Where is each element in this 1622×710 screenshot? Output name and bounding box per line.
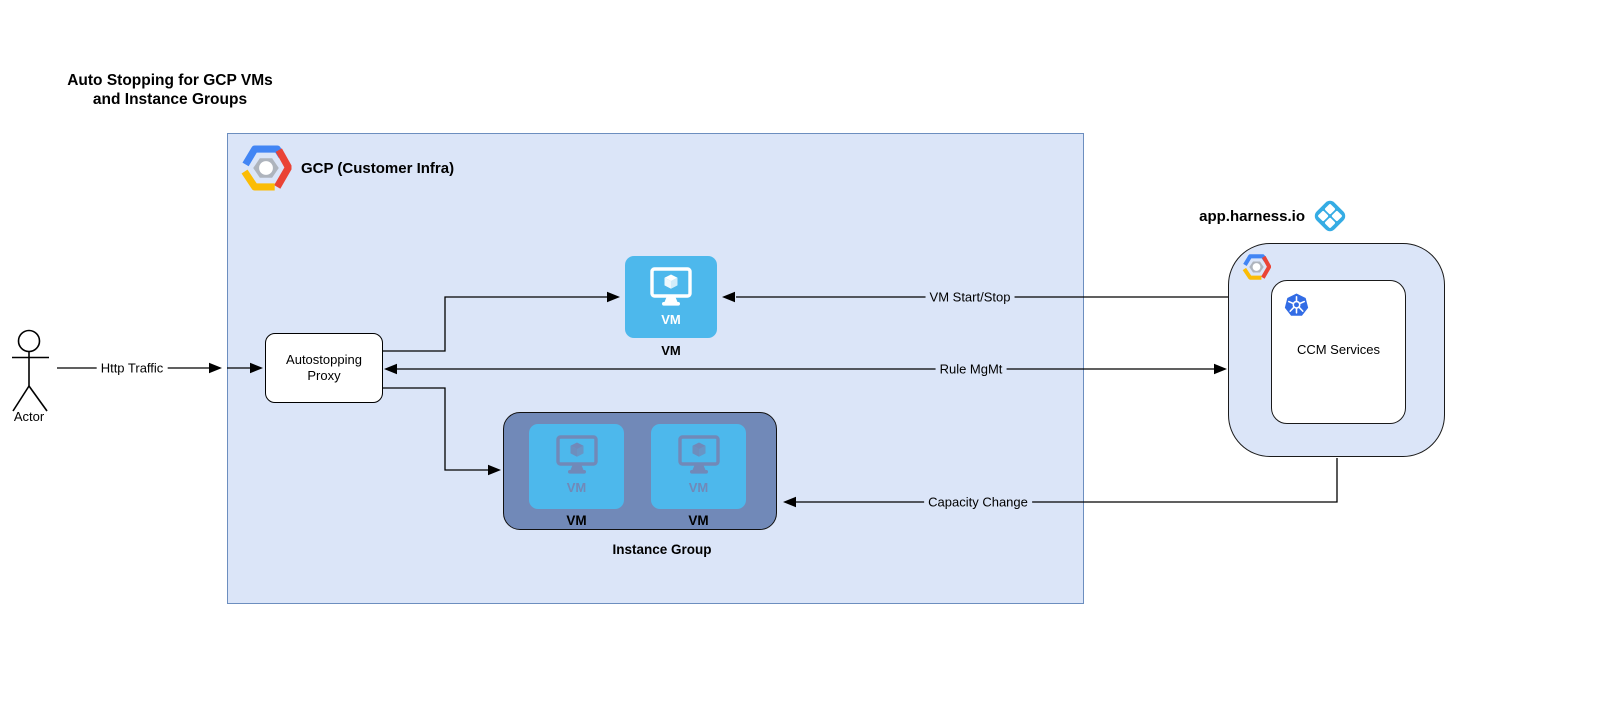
ccm-services-node: CCM Services (1271, 280, 1406, 424)
gcp-logo-icon (240, 145, 292, 191)
harness-logo-icon (1312, 198, 1348, 234)
vm-node-label: VM (566, 513, 587, 528)
http-traffic-label: Http Traffic (96, 360, 168, 376)
kubernetes-icon (1284, 293, 1309, 318)
arrowhead (209, 362, 222, 374)
vm-monitor-icon (647, 267, 695, 309)
vm-node: VM (625, 256, 717, 338)
vm-start-stop-label: VM Start/Stop (925, 289, 1015, 305)
vm-icon-label: VM (566, 480, 587, 495)
arrowhead (1214, 363, 1227, 375)
diagram-title: Auto Stopping for GCP VMs and Instance G… (67, 72, 273, 108)
vm-icon-label: VM (688, 480, 709, 495)
gcp-logo-icon (1242, 254, 1271, 280)
actor-label: Actor (13, 409, 45, 424)
vm-monitor-icon (553, 435, 601, 477)
vm-monitor-icon (675, 435, 723, 477)
vm-node-label: VM (688, 513, 709, 528)
harness-box: CCM Services (1228, 243, 1445, 457)
vm-icon-label: VM (661, 312, 681, 327)
gcp-box-title: GCP (Customer Infra) (301, 160, 455, 177)
instance-group-label: Instance Group (612, 542, 712, 557)
instance-group-vm-node: VM (529, 424, 624, 509)
autostopping-proxy-label: Autostopping Proxy (286, 352, 362, 383)
autostopping-proxy-node: Autostopping Proxy (265, 333, 383, 403)
actor-stick-figure-icon (12, 329, 49, 412)
vm-node-label: VM (661, 343, 681, 358)
instance-group-vm-node: VM (651, 424, 746, 509)
harness-title: app.harness.io (1199, 208, 1305, 225)
capacity-change-label: Capacity Change (924, 494, 1032, 510)
instance-group-box: VM VM VM VM (503, 412, 777, 530)
ccm-services-label: CCM Services (1296, 342, 1381, 357)
rule-mgmt-label: Rule MgMt (935, 361, 1007, 377)
